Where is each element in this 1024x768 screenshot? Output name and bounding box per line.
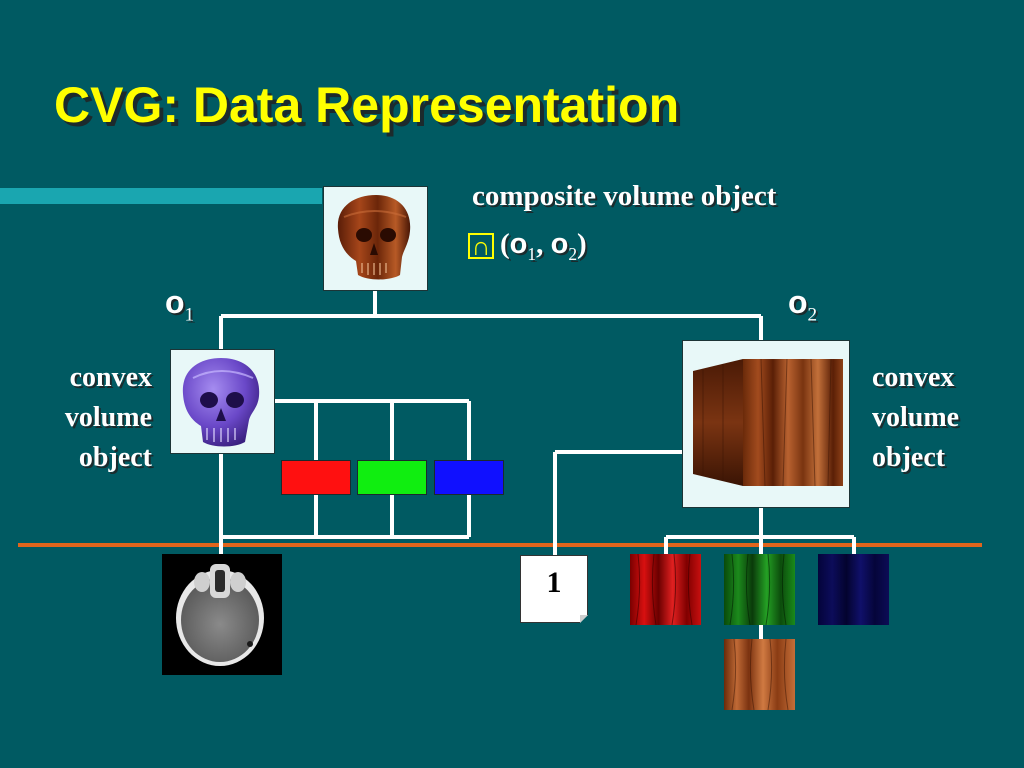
composite-volume-panel: [323, 186, 428, 291]
blue-channel-swatch: [434, 460, 504, 495]
o1-description: convex volume object: [30, 358, 152, 478]
formula-open-paren: (: [500, 228, 510, 260]
o2-label: o2: [788, 284, 817, 326]
formula-operand1: o: [509, 228, 528, 260]
o1-volume-panel: [170, 349, 275, 454]
o2-volume-panel: [682, 340, 850, 508]
composite-label: composite volume object: [472, 180, 777, 212]
o1-sub: 1: [184, 304, 195, 326]
divider-line: [18, 543, 982, 547]
o2-desc-line-1: convex: [872, 362, 955, 393]
o1-label: o1: [165, 284, 194, 326]
wood-texture-red: [630, 554, 701, 625]
red-channel-swatch: [281, 460, 351, 495]
formula-operand2-sub: 2: [568, 243, 578, 264]
purple-skull-render: [182, 358, 260, 447]
intersection-icon: ∩: [468, 233, 494, 260]
constant-value-card: 1: [520, 555, 588, 623]
formula-operand1-sub: 1: [527, 243, 537, 264]
card-fold-corner: [580, 615, 588, 623]
o1-desc-line-3: object: [78, 442, 152, 473]
wood-texture-blue: [818, 554, 889, 625]
o1-desc-line-2: volume: [64, 402, 152, 433]
formula-close-paren: ): [577, 228, 587, 260]
wood-texture-rgb: [724, 639, 795, 710]
o2-desc-line-3: object: [872, 442, 946, 473]
formula-comma: ,: [536, 228, 551, 260]
o2-desc-line-2: volume: [872, 402, 960, 433]
green-channel-swatch: [357, 460, 427, 495]
accent-bar: [0, 188, 322, 204]
composite-formula: ∩(o1, o2): [468, 228, 587, 265]
o2-sub: 2: [807, 304, 818, 326]
formula-operand2: o: [550, 228, 569, 260]
composite-skull-render: [337, 195, 411, 280]
o2-description: convex volume object: [872, 358, 959, 478]
o1-name: o: [165, 284, 185, 320]
o1-desc-line-1: convex: [69, 362, 152, 393]
slide-title: CVG: Data Representation: [54, 77, 680, 133]
o2-name: o: [788, 284, 808, 320]
ct-slice-image: [162, 554, 282, 675]
wood-texture-green: [724, 554, 795, 625]
wood-cube-render: [693, 358, 843, 487]
